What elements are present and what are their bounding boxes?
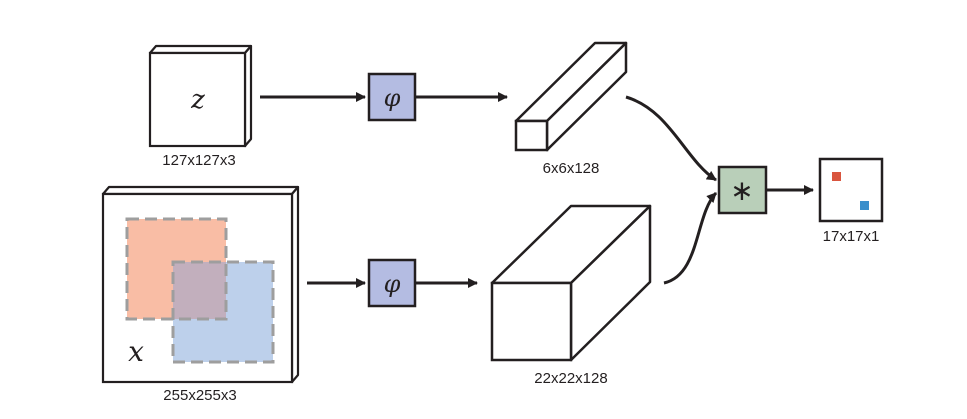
correlation-symbol: ∗ <box>730 174 753 207</box>
phi-symbol-top: φ <box>384 84 401 112</box>
exemplar-size-label: 127x127x3 <box>162 152 235 169</box>
score-peak-blue <box>860 201 869 210</box>
exemplar-feature-label: 6x6x128 <box>543 160 600 177</box>
candidate-region-outline <box>171 260 275 364</box>
score-map <box>818 157 884 223</box>
exemplar-region-outline <box>125 217 228 321</box>
embedding-phi-bottom: φ <box>367 258 417 308</box>
arrow-exemplar-feature-to-correlation <box>625 95 717 182</box>
exemplar-feature-map <box>514 41 628 152</box>
embedding-phi-top: φ <box>367 72 417 122</box>
search-symbol: x <box>128 335 144 368</box>
exemplar-symbol: z <box>190 85 205 115</box>
search-feature-label: 22x22x128 <box>534 370 607 387</box>
search-feature-map <box>490 204 652 362</box>
exemplar-image: z <box>148 44 253 148</box>
score-peak-red <box>832 172 841 181</box>
cross-correlation-operator: ∗ <box>717 165 768 215</box>
region-overlap <box>173 262 226 319</box>
score-map-label: 17x17x1 <box>823 228 880 245</box>
phi-symbol-bottom: φ <box>384 270 401 298</box>
search-size-label: 255x255x3 <box>163 387 236 404</box>
search-image: x <box>101 185 300 384</box>
arrow-search-feature-to-correlation <box>663 191 718 285</box>
